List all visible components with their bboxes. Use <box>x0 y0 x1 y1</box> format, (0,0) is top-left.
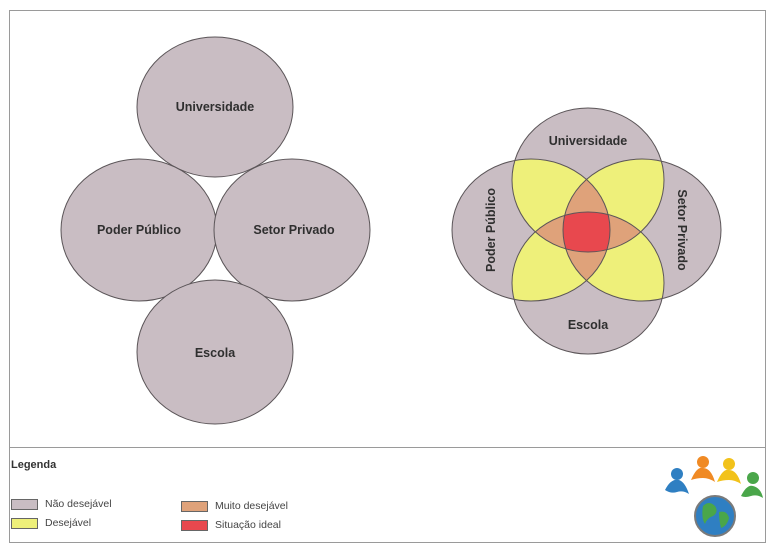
left-escola-circle <box>136 279 294 425</box>
people-globe-logo-icon <box>665 456 763 537</box>
overlapping-circles-diagram <box>451 107 722 355</box>
legend-swatch-orange <box>181 500 208 512</box>
right-poder-publico-label: Poder Público <box>484 188 498 272</box>
right-setor-privado-label: Setor Privado <box>675 189 689 271</box>
legend-label: Muito desejável <box>215 500 288 512</box>
legend-item-desejavel: Desejável <box>11 517 91 529</box>
legend-label: Desejável <box>45 517 92 529</box>
legend-item-muito-desejavel: Muito desejável <box>181 500 288 512</box>
left-poder-publico-label: Poder Público <box>97 223 181 237</box>
separate-circles-diagram <box>60 36 371 425</box>
left-universidade-circle <box>136 36 294 178</box>
legend-title: Legenda <box>11 459 57 471</box>
legend-item-situacao-ideal: Situação ideal <box>181 519 281 531</box>
left-universidade-label: Universidade <box>176 100 255 114</box>
left-setor-privado-circle <box>213 158 371 302</box>
right-escola-label: Escola <box>568 318 609 332</box>
left-setor-privado-label: Setor Privado <box>253 223 335 237</box>
legend-swatch-gray <box>11 498 38 510</box>
legend-divider <box>10 447 765 448</box>
legend-swatch-red <box>181 519 208 531</box>
right-universidade-label: Universidade <box>549 134 628 148</box>
left-escola-label: Escola <box>195 346 236 360</box>
legend-swatch-yellow <box>11 517 38 529</box>
legend-label: Não desejável <box>45 498 112 510</box>
legend-item-nao-desejavel: Não desejável <box>11 498 112 510</box>
legend-label: Situação ideal <box>215 519 281 531</box>
legend: Legenda Não desejável Desejável Muito de… <box>11 456 371 541</box>
